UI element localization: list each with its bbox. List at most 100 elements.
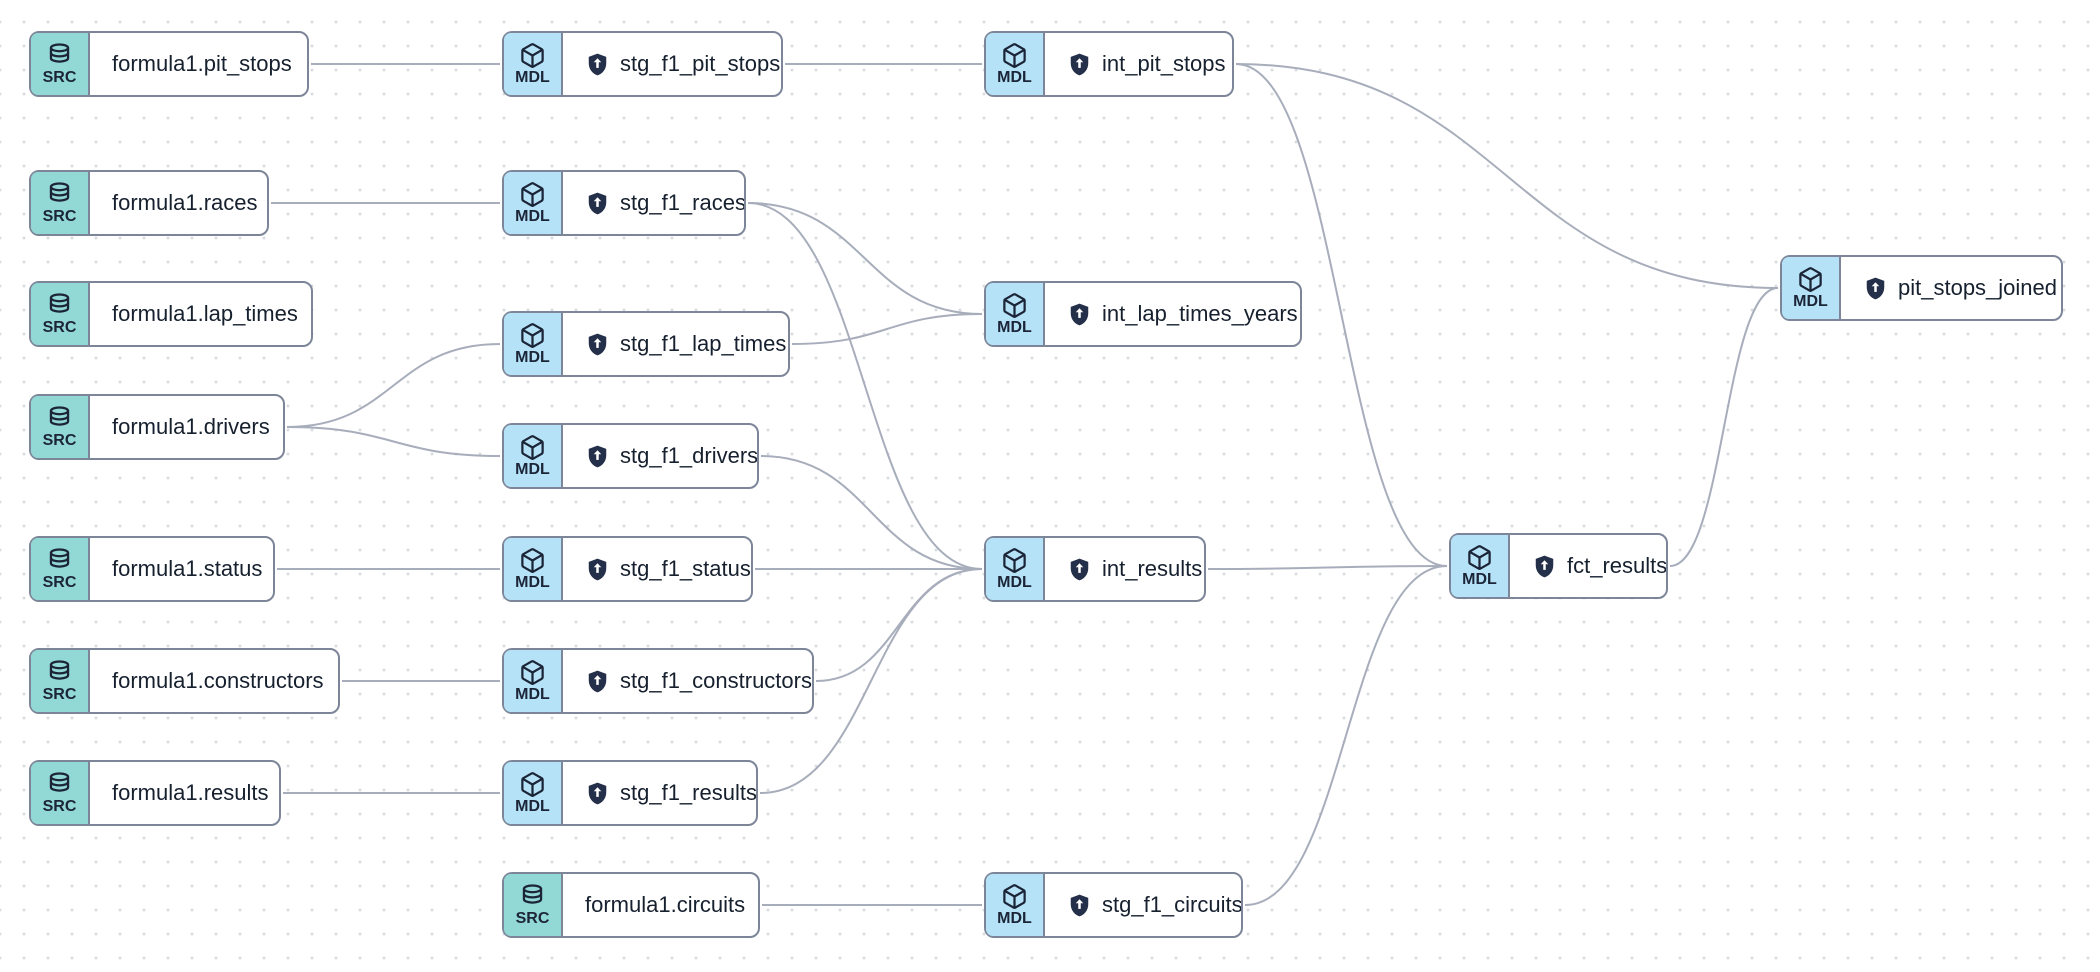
shield-icon	[1070, 303, 1089, 325]
shield-icon	[1070, 558, 1089, 580]
edge-int-results-to-fct-results	[1207, 565, 1448, 570]
box-cell: MDL	[1451, 535, 1510, 597]
database-icon	[46, 42, 73, 69]
box-cell: MDL	[504, 313, 563, 375]
box-icon	[519, 322, 546, 349]
box-cell: MDL	[1782, 257, 1841, 319]
database-cell: SRC	[31, 172, 90, 234]
box-cell: MDL	[986, 874, 1045, 936]
database-icon	[519, 883, 546, 910]
node-type-badge: MDL	[997, 319, 1032, 336]
node-label: formula1.circuits	[585, 892, 746, 917]
shield-icon	[588, 333, 607, 355]
node-int-lap-times-years[interactable]: MDL int_lap_times_years	[984, 281, 1302, 347]
node-label-cell: fct_results	[1510, 535, 1666, 597]
node-label-cell: formula1.status	[90, 538, 273, 600]
node-stg-status[interactable]: MDL stg_f1_status	[502, 536, 753, 602]
database-icon	[46, 547, 73, 574]
node-label: int_pit_stops	[1102, 51, 1226, 76]
box-icon	[1001, 292, 1028, 319]
edge-stg-drivers-to-int-results	[760, 455, 983, 570]
database-cell: SRC	[31, 538, 90, 600]
node-type-badge: MDL	[515, 574, 550, 591]
box-icon	[519, 547, 546, 574]
node-label: formula1.drivers	[112, 414, 270, 439]
node-type-badge: SRC	[42, 69, 77, 86]
box-icon	[519, 434, 546, 461]
node-label: formula1.races	[112, 190, 258, 215]
node-type-badge: SRC	[42, 432, 77, 449]
node-label: formula1.lap_times	[112, 301, 298, 326]
edge-stg-results-to-int-results	[759, 568, 983, 794]
node-label: formula1.results	[112, 780, 269, 805]
node-type-badge: SRC	[42, 686, 77, 703]
box-icon	[519, 181, 546, 208]
node-stg-races[interactable]: MDL stg_f1_races	[502, 170, 746, 236]
shield-icon	[1070, 53, 1089, 75]
box-cell: MDL	[504, 33, 563, 95]
node-type-badge: MDL	[515, 69, 550, 86]
node-src-constructors[interactable]: SRC formula1.constructors	[29, 648, 340, 714]
node-label-cell: stg_f1_constructors	[563, 650, 812, 712]
node-label-cell: stg_f1_lap_times	[563, 313, 788, 375]
node-fct-results[interactable]: MDL fct_results	[1449, 533, 1668, 599]
node-label-cell: formula1.circuits	[563, 874, 758, 936]
shield-icon	[1866, 277, 1885, 299]
node-type-badge: MDL	[515, 349, 550, 366]
database-cell: SRC	[31, 396, 90, 458]
database-cell: SRC	[31, 283, 90, 345]
node-label: int_lap_times_years	[1102, 301, 1298, 326]
edge-stg-races-to-int-lap-times-years	[747, 202, 983, 315]
shield-icon	[588, 670, 607, 692]
node-label: fct_results	[1567, 553, 1666, 578]
edge-src-drivers-to-stg-drivers	[286, 426, 501, 457]
shield-icon	[588, 192, 607, 214]
node-label-cell: formula1.drivers	[90, 396, 283, 458]
box-icon	[519, 659, 546, 686]
node-label-cell: formula1.results	[90, 762, 279, 824]
node-label: formula1.constructors	[112, 668, 324, 693]
node-src-lap-times[interactable]: SRC formula1.lap_times	[29, 281, 313, 347]
database-cell: SRC	[31, 650, 90, 712]
node-pit-stops-joined[interactable]: MDL pit_stops_joined	[1780, 255, 2063, 321]
node-int-results[interactable]: MDL int_results	[984, 536, 1206, 602]
edge-int-pit-stops-to-pit-stops-joined	[1235, 63, 1779, 289]
node-type-badge: MDL	[997, 910, 1032, 927]
node-label-cell: stg_f1_races	[563, 172, 744, 234]
box-icon	[1001, 42, 1028, 69]
node-src-drivers[interactable]: SRC formula1.drivers	[29, 394, 285, 460]
node-label: pit_stops_joined	[1898, 275, 2058, 300]
node-label: stg_f1_races	[620, 190, 744, 215]
node-stg-lap-times[interactable]: MDL stg_f1_lap_times	[502, 311, 790, 377]
node-type-badge: MDL	[515, 208, 550, 225]
node-type-badge: MDL	[1462, 571, 1497, 588]
box-cell: MDL	[504, 538, 563, 600]
node-label: stg_f1_lap_times	[620, 331, 787, 356]
box-cell: MDL	[986, 538, 1045, 600]
box-icon	[1001, 883, 1028, 910]
box-cell: MDL	[504, 425, 563, 487]
node-label: stg_f1_results	[620, 780, 756, 805]
edge-fct-results-to-pit-stops-joined	[1669, 287, 1779, 567]
shield-icon	[588, 53, 607, 75]
shield-icon	[588, 782, 607, 804]
box-cell: MDL	[986, 283, 1045, 345]
node-src-races[interactable]: SRC formula1.races	[29, 170, 269, 236]
node-label-cell: stg_f1_status	[563, 538, 751, 600]
node-label-cell: formula1.pit_stops	[90, 33, 307, 95]
node-label: stg_f1_status	[620, 556, 751, 581]
node-src-pit-stops[interactable]: SRC formula1.pit_stops	[29, 31, 309, 97]
database-cell: SRC	[31, 33, 90, 95]
node-label-cell: pit_stops_joined	[1841, 257, 2061, 319]
node-label: int_results	[1102, 556, 1203, 581]
